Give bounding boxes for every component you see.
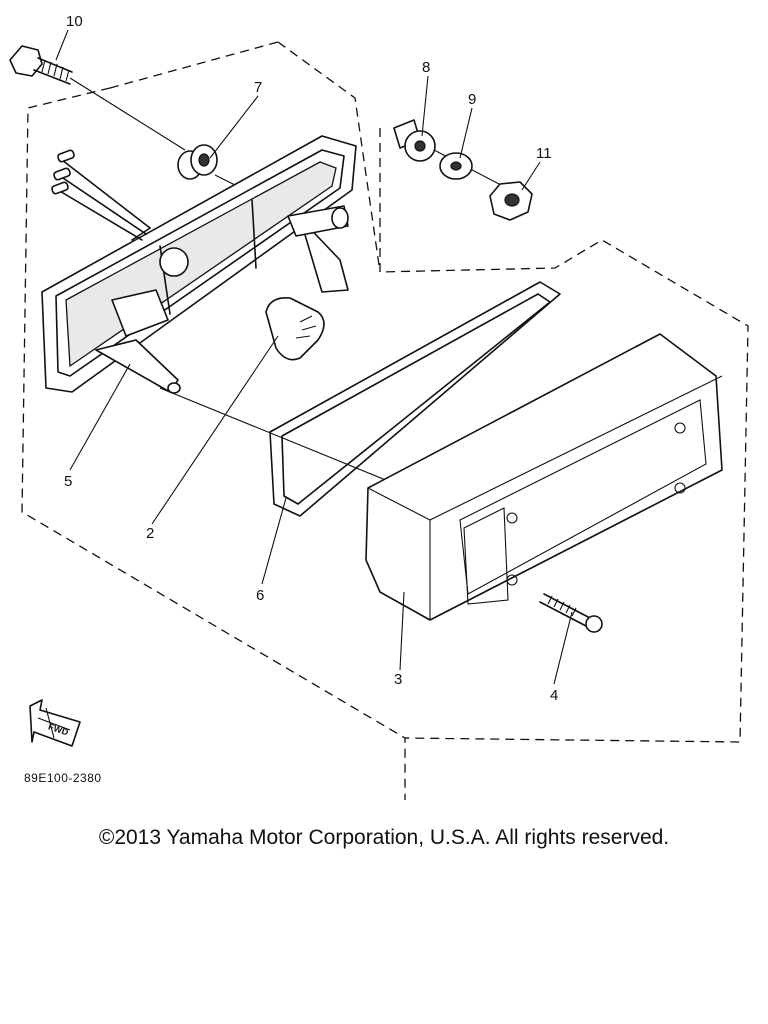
screw-part-4: [539, 593, 603, 633]
callout-11: 11: [536, 145, 552, 162]
copyright-notice: ©2013 Yamaha Motor Corporation, U.S.A. A…: [98, 826, 670, 849]
callout-5: 5: [64, 473, 72, 490]
bulb-part-2: [265, 296, 325, 361]
callout-3: 3: [394, 671, 402, 688]
callout-10: 10: [66, 13, 83, 30]
callout-4: 4: [550, 687, 558, 704]
forward-direction-arrow: FWD: [29, 699, 81, 747]
grommet-part-7: [177, 144, 218, 180]
nut-part-11: [489, 181, 533, 221]
callout-labels: 10 7 8 9 11 5 2 6 3 4: [64, 13, 558, 704]
lamp-housing-part-5: [41, 135, 357, 394]
assembly-boundary: [21, 41, 749, 800]
lens-part-3: [365, 333, 723, 621]
bolt-part-10: [9, 45, 73, 85]
callout-leaders: [55, 29, 573, 685]
callout-9: 9: [468, 91, 476, 108]
washer-part-9: [439, 152, 473, 180]
gasket-part-6: [269, 281, 561, 517]
callout-6: 6: [256, 587, 264, 604]
callout-7: 7: [254, 79, 262, 96]
callout-8: 8: [422, 59, 430, 76]
diagram-code: 89E100-2380: [24, 771, 102, 785]
callout-2: 2: [146, 525, 154, 542]
collar-part-8: [393, 119, 436, 162]
